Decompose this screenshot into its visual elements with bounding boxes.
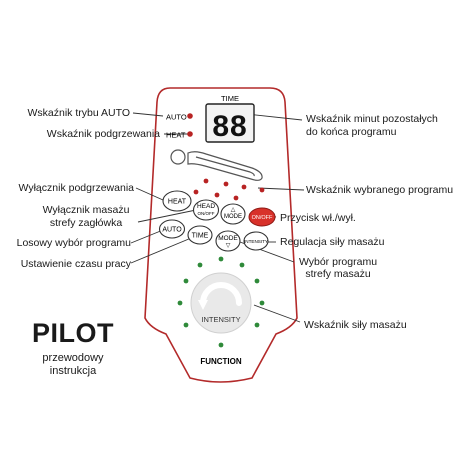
callout-zone-select-line1: Wybór programu	[298, 256, 378, 268]
intensity-button-label: INTENSITY	[244, 239, 268, 244]
callout-auto-indicator: Wskaźnik trybu AUTO	[27, 107, 131, 119]
mode-up-label: MODE	[224, 214, 242, 220]
intensity-button[interactable]: INTENSITY	[243, 231, 269, 251]
power-button[interactable]: ON/OFF	[248, 207, 276, 227]
callout-head-switch-line1: Wyłącznik masażu	[42, 204, 130, 216]
head-button-label: HEAD	[197, 203, 215, 210]
function-label: FUNCTION	[200, 357, 242, 366]
program-leds	[193, 178, 265, 201]
pilot-subtitle-line2: instrukcja	[49, 365, 97, 377]
callout-random-program: Losowy wybór programu	[16, 237, 131, 249]
power-button-label: ON/OFF	[252, 215, 273, 221]
callout-power-button: Przycisk wł./wył.	[280, 212, 356, 224]
up-arrow-icon: △	[231, 207, 236, 213]
head-button-sublabel: ON/OFF	[198, 211, 215, 216]
rotate-arrowhead-icon	[198, 300, 208, 310]
time-display	[205, 103, 255, 143]
callout-heat-switch: Wyłącznik podgrzewania	[18, 182, 134, 194]
intensity-leds	[177, 256, 265, 348]
intensity-dial[interactable]: INTENSITY	[190, 272, 252, 334]
mode-up-button[interactable]: △ MODE	[220, 203, 246, 225]
heat-indicator-label: HEAT	[166, 131, 186, 140]
callout-intensity-adjust: Regulacja siły masażu	[280, 236, 385, 248]
callout-head-switch-line2: strefy zagłówka	[49, 217, 123, 229]
time-button-label: TIME	[192, 233, 209, 240]
auto-button[interactable]: AUTO	[158, 219, 186, 239]
body-zone-icon	[170, 149, 263, 181]
rotate-arrow-icon	[200, 282, 242, 306]
intensity-dial-label: INTENSITY	[201, 315, 240, 324]
callout-zone-select-line2: strefy masażu	[305, 268, 371, 280]
heat-button[interactable]: HEAT	[162, 190, 192, 212]
callout-minutes-line2: do końca programu	[306, 126, 397, 138]
head-onoff-button[interactable]: HEAD ON/OFF	[192, 199, 220, 221]
time-display-digits: 88	[212, 110, 247, 143]
time-label: TIME	[221, 94, 239, 103]
callout-intensity-indicator: Wskaźnik siły masażu	[304, 319, 407, 331]
heat-button-label: HEAT	[168, 199, 187, 206]
down-arrow-icon: ▽	[226, 243, 231, 249]
callout-minutes-line1: Wskaźnik minut pozostałych	[306, 113, 438, 125]
callout-selected-program: Wskaźnik wybranego programu	[306, 184, 454, 196]
callout-set-time: Ustawienie czasu pracy	[20, 258, 131, 270]
pilot-title: PILOT	[32, 318, 114, 348]
auto-led	[187, 113, 193, 119]
heat-led	[187, 131, 193, 137]
mode-down-label: MODE	[218, 235, 238, 242]
auto-button-label: AUTO	[162, 227, 182, 234]
time-button[interactable]: TIME	[187, 225, 213, 245]
mode-down-button[interactable]: MODE ▽	[215, 230, 241, 252]
callout-heat-indicator: Wskaźnik podgrzewania	[46, 128, 160, 140]
pilot-subtitle-line1: przewodowy	[42, 352, 104, 364]
auto-indicator-label: AUTO	[166, 113, 187, 122]
